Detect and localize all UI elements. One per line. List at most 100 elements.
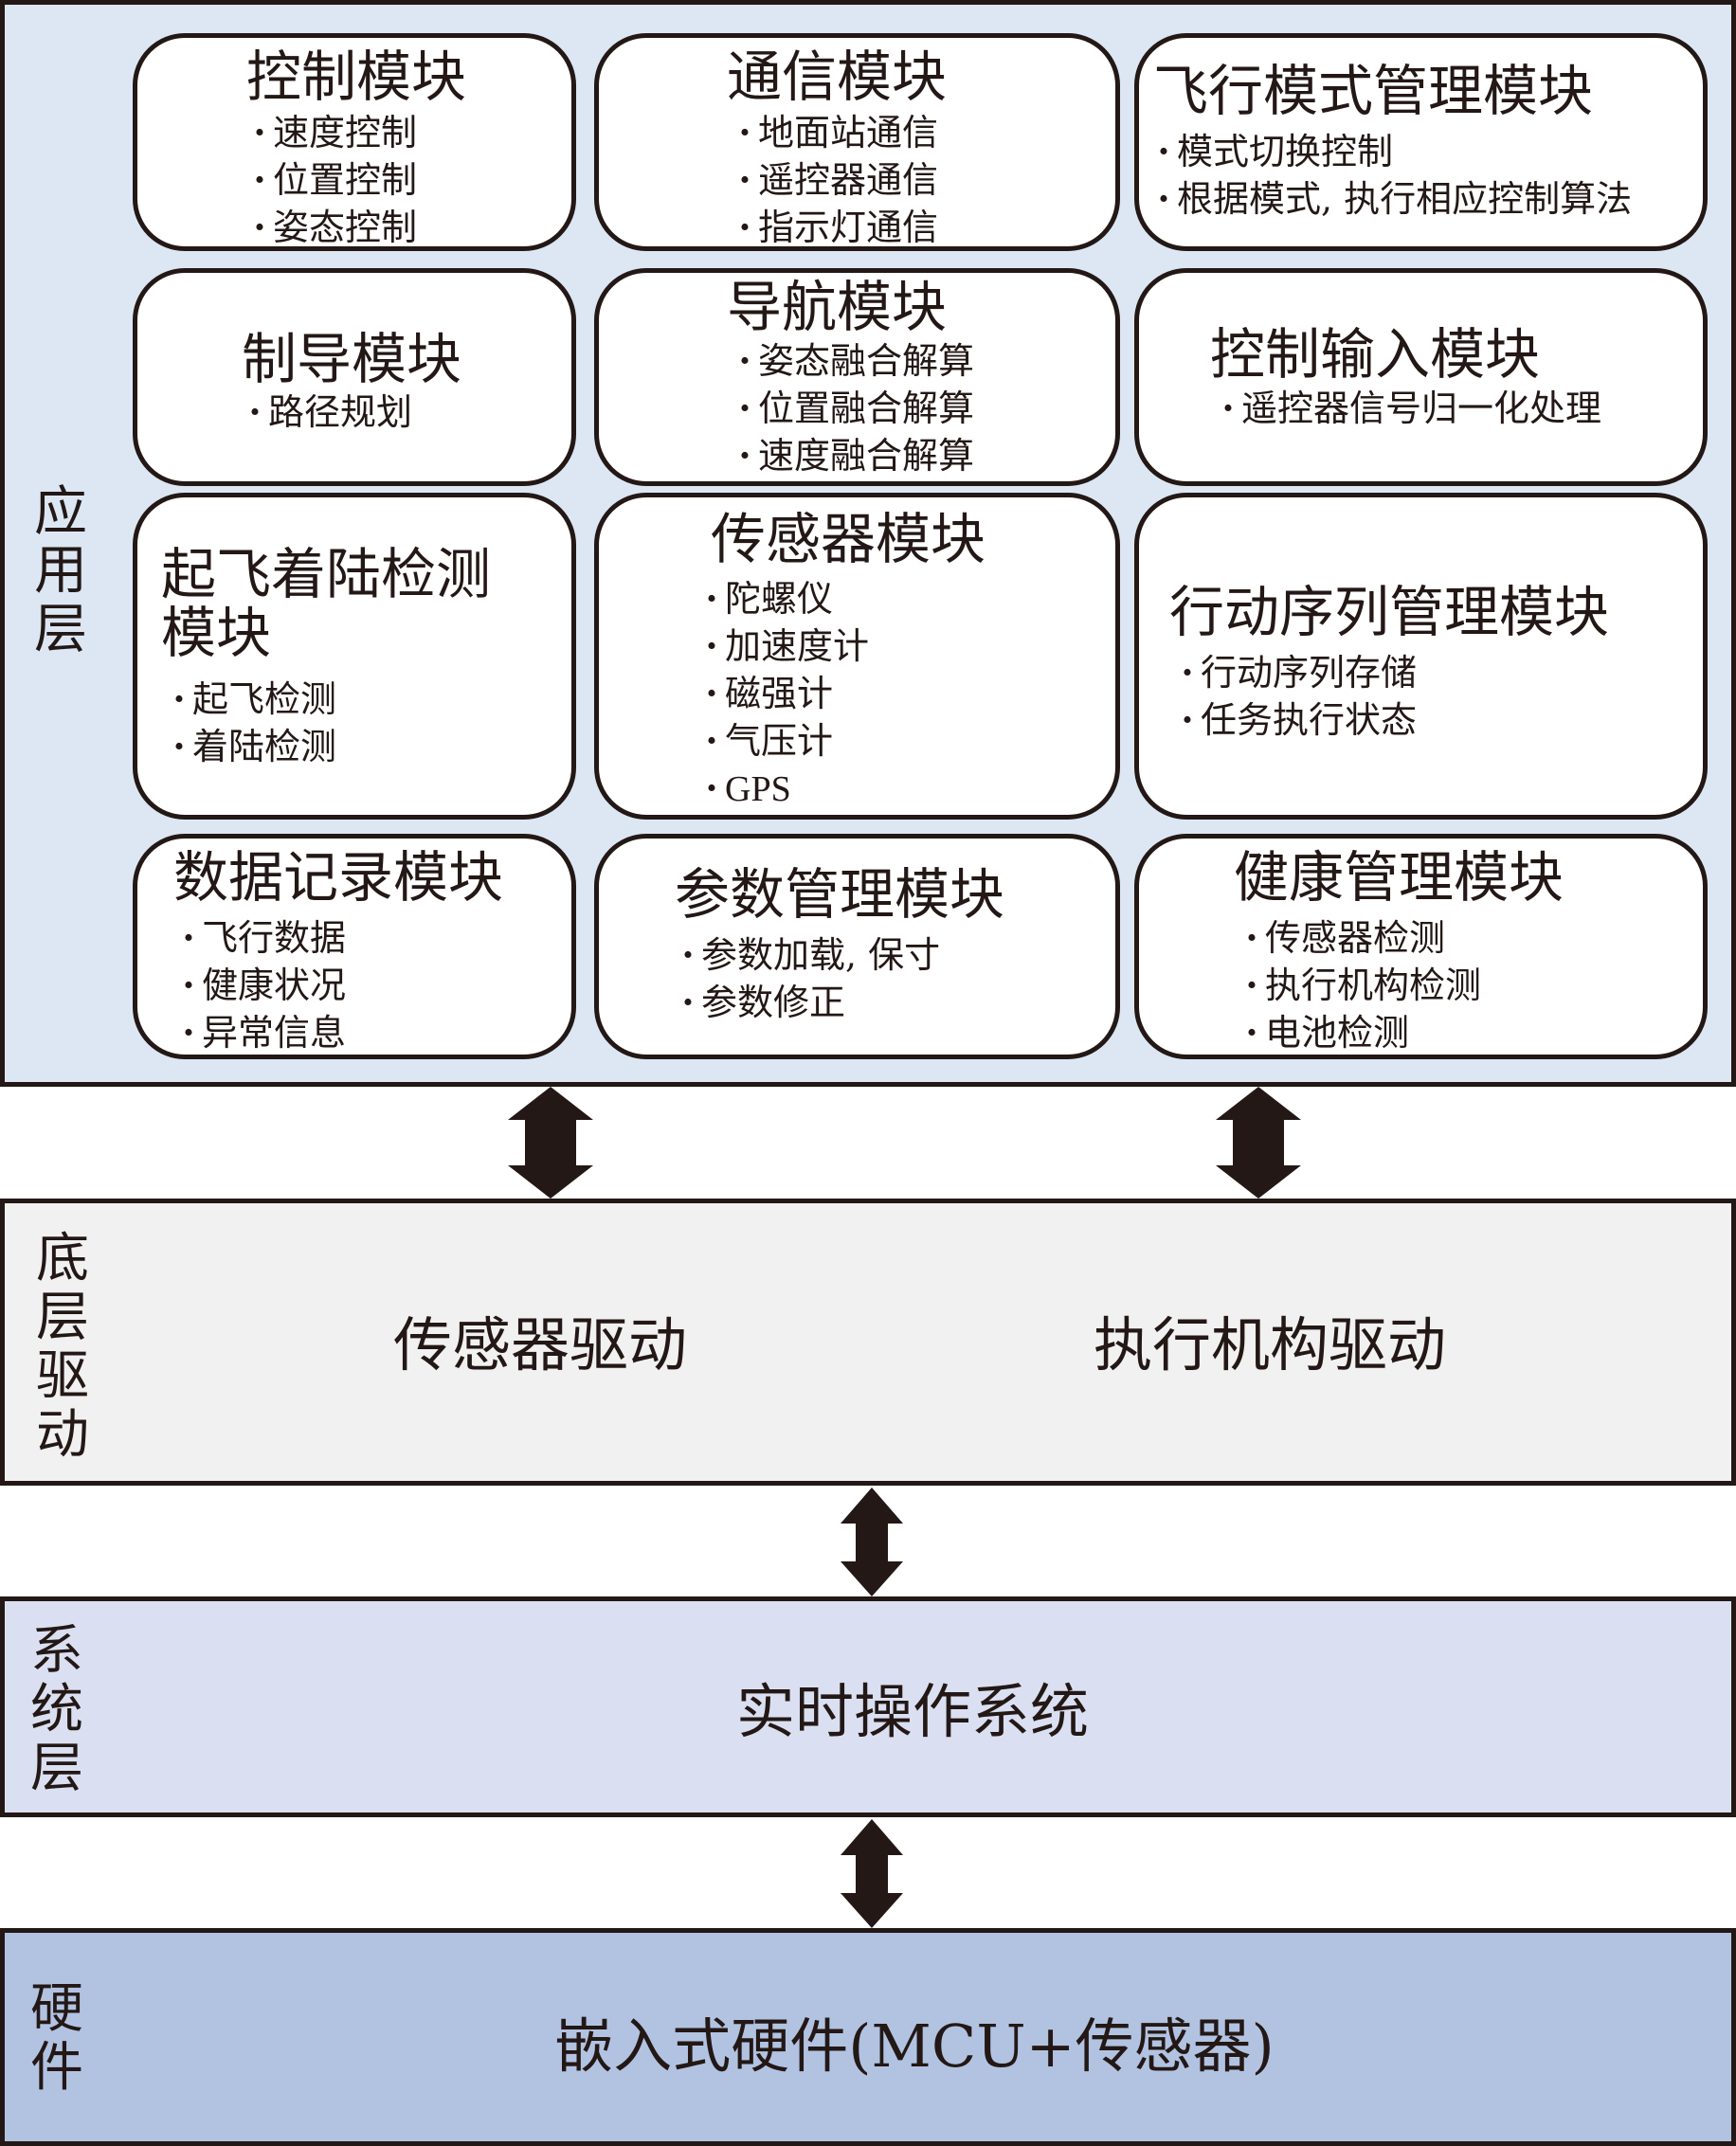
- module-sensor: 传感器模块 ·陀螺仪 ·加速度计 ·磁强计 ·气压计 ·GPS: [594, 493, 1120, 820]
- module-title: 起飞着陆检测 模块: [161, 545, 491, 662]
- item-text: 传感器检测: [1265, 917, 1446, 959]
- bullet-icon: ·: [681, 981, 695, 1023]
- module-data-logging: 数据记录模块 ·飞行数据 ·健康状况 ·异常信息: [133, 834, 576, 1059]
- module-item: ·地面站通信: [732, 109, 938, 156]
- system-layer-label: 系 统 层: [27, 1622, 86, 1798]
- item-text: 模式切换控制: [1177, 131, 1394, 172]
- item-text: 起飞检测: [192, 678, 337, 720]
- module-item: ·电池检测: [1239, 1009, 1481, 1056]
- module-item: ·陀螺仪: [698, 575, 869, 622]
- module-title: 通信模块: [727, 45, 948, 109]
- bullet-icon: ·: [738, 158, 751, 201]
- item-text: 姿态融合解算: [758, 340, 975, 382]
- label-char: 硬: [30, 1978, 83, 2040]
- module-title: 参数管理模块: [675, 862, 1005, 927]
- rtos: 实时操作系统: [735, 1677, 1090, 1746]
- module-items: ·遥控器信号归一化处理: [1215, 385, 1601, 432]
- module-title: 健康管理模块: [1234, 845, 1564, 910]
- bullet-icon: ·: [248, 390, 262, 433]
- hardware-layer-label: 硬 件: [27, 1980, 86, 2098]
- module-item: ·根据模式, 执行相应控制算法: [1150, 175, 1632, 223]
- module-item: ·位置融合解算: [732, 385, 974, 432]
- item-text: 遥控器通信: [758, 159, 939, 201]
- bullet-icon: ·: [705, 719, 718, 762]
- bidirectional-arrow-icon: [834, 1488, 910, 1596]
- module-item: ·飞行数据: [175, 914, 346, 962]
- bullet-icon: ·: [1245, 964, 1258, 1006]
- item-text: 磁强计: [725, 673, 834, 714]
- label-char: 件: [30, 2037, 83, 2099]
- embedded-hardware: 嵌入式硬件(MCU+传感器): [554, 2011, 1275, 2081]
- module-item: ·气压计: [698, 717, 869, 765]
- module-item: ·执行机构检测: [1239, 962, 1481, 1009]
- label-char: 用: [34, 540, 87, 602]
- actuator-driver: 执行机构驱动: [1093, 1310, 1447, 1380]
- module-items: ·行动序列存储 ·任务执行状态: [1174, 649, 1417, 744]
- module-title: 传感器模块: [711, 507, 986, 571]
- module-title: 行动序列管理模块: [1169, 580, 1610, 644]
- bullet-icon: ·: [182, 1011, 195, 1054]
- module-item: ·姿态控制: [246, 204, 417, 251]
- module-parameter-management: 参数管理模块 ·参数加载, 保寸 ·参数修正: [594, 834, 1120, 1059]
- module-item: ·速度融合解算: [732, 432, 974, 479]
- label-char: 底: [36, 1228, 89, 1289]
- item-text: 姿态控制: [273, 207, 418, 248]
- module-item: ·健康状况: [175, 962, 346, 1009]
- label-char: 系: [30, 1620, 83, 1682]
- item-text: 速度融合解算: [758, 435, 975, 477]
- bullet-icon: ·: [1181, 698, 1194, 741]
- driver-layer: 底 层 驱 动 传感器驱动 执行机构驱动: [0, 1199, 1736, 1486]
- item-text: 陀螺仪: [725, 578, 834, 620]
- item-text: 遥控器信号归一化处理: [1241, 388, 1602, 429]
- item-text: GPS: [725, 769, 791, 809]
- module-item: ·加速度计: [698, 622, 869, 670]
- module-items: ·模式切换控制 ·根据模式, 执行相应控制算法: [1150, 128, 1632, 223]
- module-item: ·异常信息: [175, 1009, 346, 1056]
- item-text: 行动序列存储: [1201, 652, 1418, 694]
- bullet-icon: ·: [172, 677, 186, 720]
- module-title: 数据记录模块: [173, 845, 504, 910]
- bullet-icon: ·: [253, 158, 266, 201]
- bullet-icon: ·: [253, 111, 266, 153]
- item-text: 执行机构检测: [1265, 965, 1482, 1006]
- bullet-icon: ·: [1221, 387, 1235, 429]
- item-text: 路径规划: [268, 391, 413, 433]
- bullet-icon: ·: [681, 933, 695, 976]
- bullet-icon: ·: [1245, 916, 1258, 959]
- module-items: ·地面站通信 ·遥控器通信 ·指示灯通信: [732, 109, 938, 251]
- item-text: 位置融合解算: [758, 388, 975, 429]
- module-title: 飞行模式管理模块: [1153, 59, 1594, 123]
- module-item: ·参数修正: [675, 979, 940, 1026]
- bullet-icon: ·: [705, 672, 718, 714]
- sensor-driver: 传感器驱动: [392, 1310, 688, 1380]
- module-guidance: 制导模块 ·路径规划: [133, 268, 576, 486]
- item-text: 着陆检测: [192, 726, 337, 767]
- title-line: 起飞着陆检测: [161, 542, 492, 606]
- module-items: ·速度控制 ·位置控制 ·姿态控制: [246, 109, 417, 251]
- item-text: 速度控制: [273, 112, 418, 153]
- module-navigation: 导航模块 ·姿态融合解算 ·位置融合解算 ·速度融合解算: [594, 268, 1120, 486]
- label-char: 动: [36, 1404, 89, 1466]
- module-item: ·行动序列存储: [1174, 649, 1417, 696]
- module-items: ·陀螺仪 ·加速度计 ·磁强计 ·气压计 ·GPS: [698, 575, 869, 813]
- item-text: 参数修正: [701, 982, 846, 1023]
- module-control: 控制模块 ·速度控制 ·位置控制 ·姿态控制: [133, 33, 576, 251]
- module-item: ·起飞检测: [166, 676, 336, 723]
- module-item: ·路径规划: [242, 388, 412, 436]
- module-item: ·传感器检测: [1239, 914, 1481, 962]
- item-text: 健康状况: [202, 965, 347, 1006]
- hardware-layer: 硬 件 嵌入式硬件(MCU+传感器): [0, 1928, 1736, 2146]
- module-item: ·GPS: [698, 765, 869, 813]
- bullet-icon: ·: [738, 339, 751, 382]
- item-text: 指示灯通信: [758, 207, 939, 248]
- bullet-icon: ·: [1181, 651, 1194, 694]
- module-item: ·指示灯通信: [732, 204, 938, 251]
- bullet-icon: ·: [705, 766, 718, 809]
- label-char: 驱: [36, 1345, 89, 1407]
- bullet-icon: ·: [738, 434, 751, 477]
- module-item: ·速度控制: [246, 109, 417, 156]
- bidirectional-arrow-icon: [834, 1819, 910, 1928]
- module-item: ·着陆检测: [166, 723, 336, 770]
- bullet-icon: ·: [1157, 130, 1170, 172]
- item-text: 气压计: [725, 720, 834, 762]
